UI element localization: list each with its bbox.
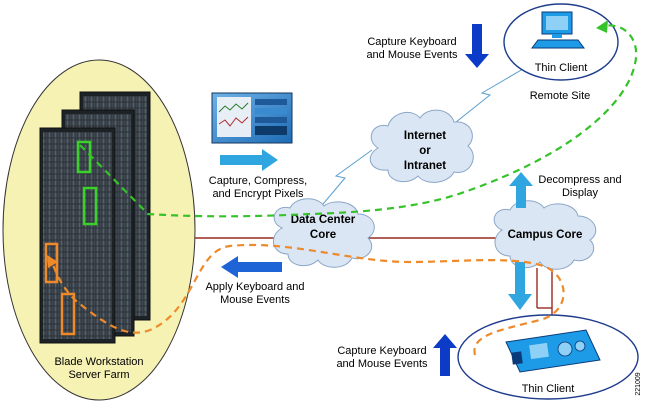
remote-capture-label-2: and Mouse Events [366, 49, 458, 61]
internet-label-3: Intranet [404, 160, 446, 172]
decompress-label-2: Display [562, 187, 599, 199]
decompress-arrow-down [508, 262, 532, 310]
campus-core-cloud: Campus Core [493, 200, 597, 270]
data-center-core-cloud: Data Center Core [273, 198, 375, 268]
server-farm-label-2: Server Farm [68, 369, 129, 381]
remote-capture-arrow [465, 24, 489, 68]
thin-client-remote-label: Thin Client [535, 62, 588, 74]
wan-links [317, 65, 529, 211]
thin-client-local-label: Thin Client [522, 383, 575, 395]
server-farm-label-1: Blade Workstation [54, 356, 143, 368]
desktop-monitor-icon [211, 92, 293, 144]
remote-capture-label-1: Capture Keyboard [367, 36, 456, 48]
green-pixel-path [79, 24, 638, 218]
green-path-arrowhead [596, 20, 608, 33]
capture-pixels-label-2: and Encrypt Pixels [212, 188, 304, 200]
wired-links [195, 237, 553, 318]
thin-client-tablet-icon [505, 329, 601, 373]
data-center-core-label-1: Data Center [291, 214, 356, 226]
internet-cloud: Internet or Intranet [369, 109, 474, 183]
decompress-arrow-up [509, 172, 533, 208]
capture-pixels-label-1: Capture, Compress, [209, 175, 307, 187]
campus-core-label: Campus Core [508, 229, 583, 241]
apply-events-label-2: Mouse Events [220, 294, 290, 306]
local-capture-label-1: Capture Keyboard [337, 345, 426, 357]
apply-events-arrow [221, 256, 282, 278]
local-capture-label-2: and Mouse Events [336, 358, 428, 370]
apply-events-label-1: Apply Keyboard and [205, 281, 304, 293]
data-center-core-label-2: Core [310, 229, 336, 241]
blade-server-rack-icon [39, 91, 151, 344]
decompress-label-1: Decompress and [538, 174, 621, 186]
orange-events-path [50, 243, 565, 356]
thin-client-computer-icon [531, 11, 585, 49]
capture-pixels-arrow [220, 149, 278, 171]
internet-label-1: Internet [404, 130, 446, 142]
internet-label-2: or [419, 145, 431, 157]
local-capture-arrow [433, 334, 457, 376]
orange-path-arrowhead [47, 255, 58, 268]
remote-site-label: Remote Site [530, 90, 591, 102]
figure-id: 221009 [635, 372, 642, 395]
